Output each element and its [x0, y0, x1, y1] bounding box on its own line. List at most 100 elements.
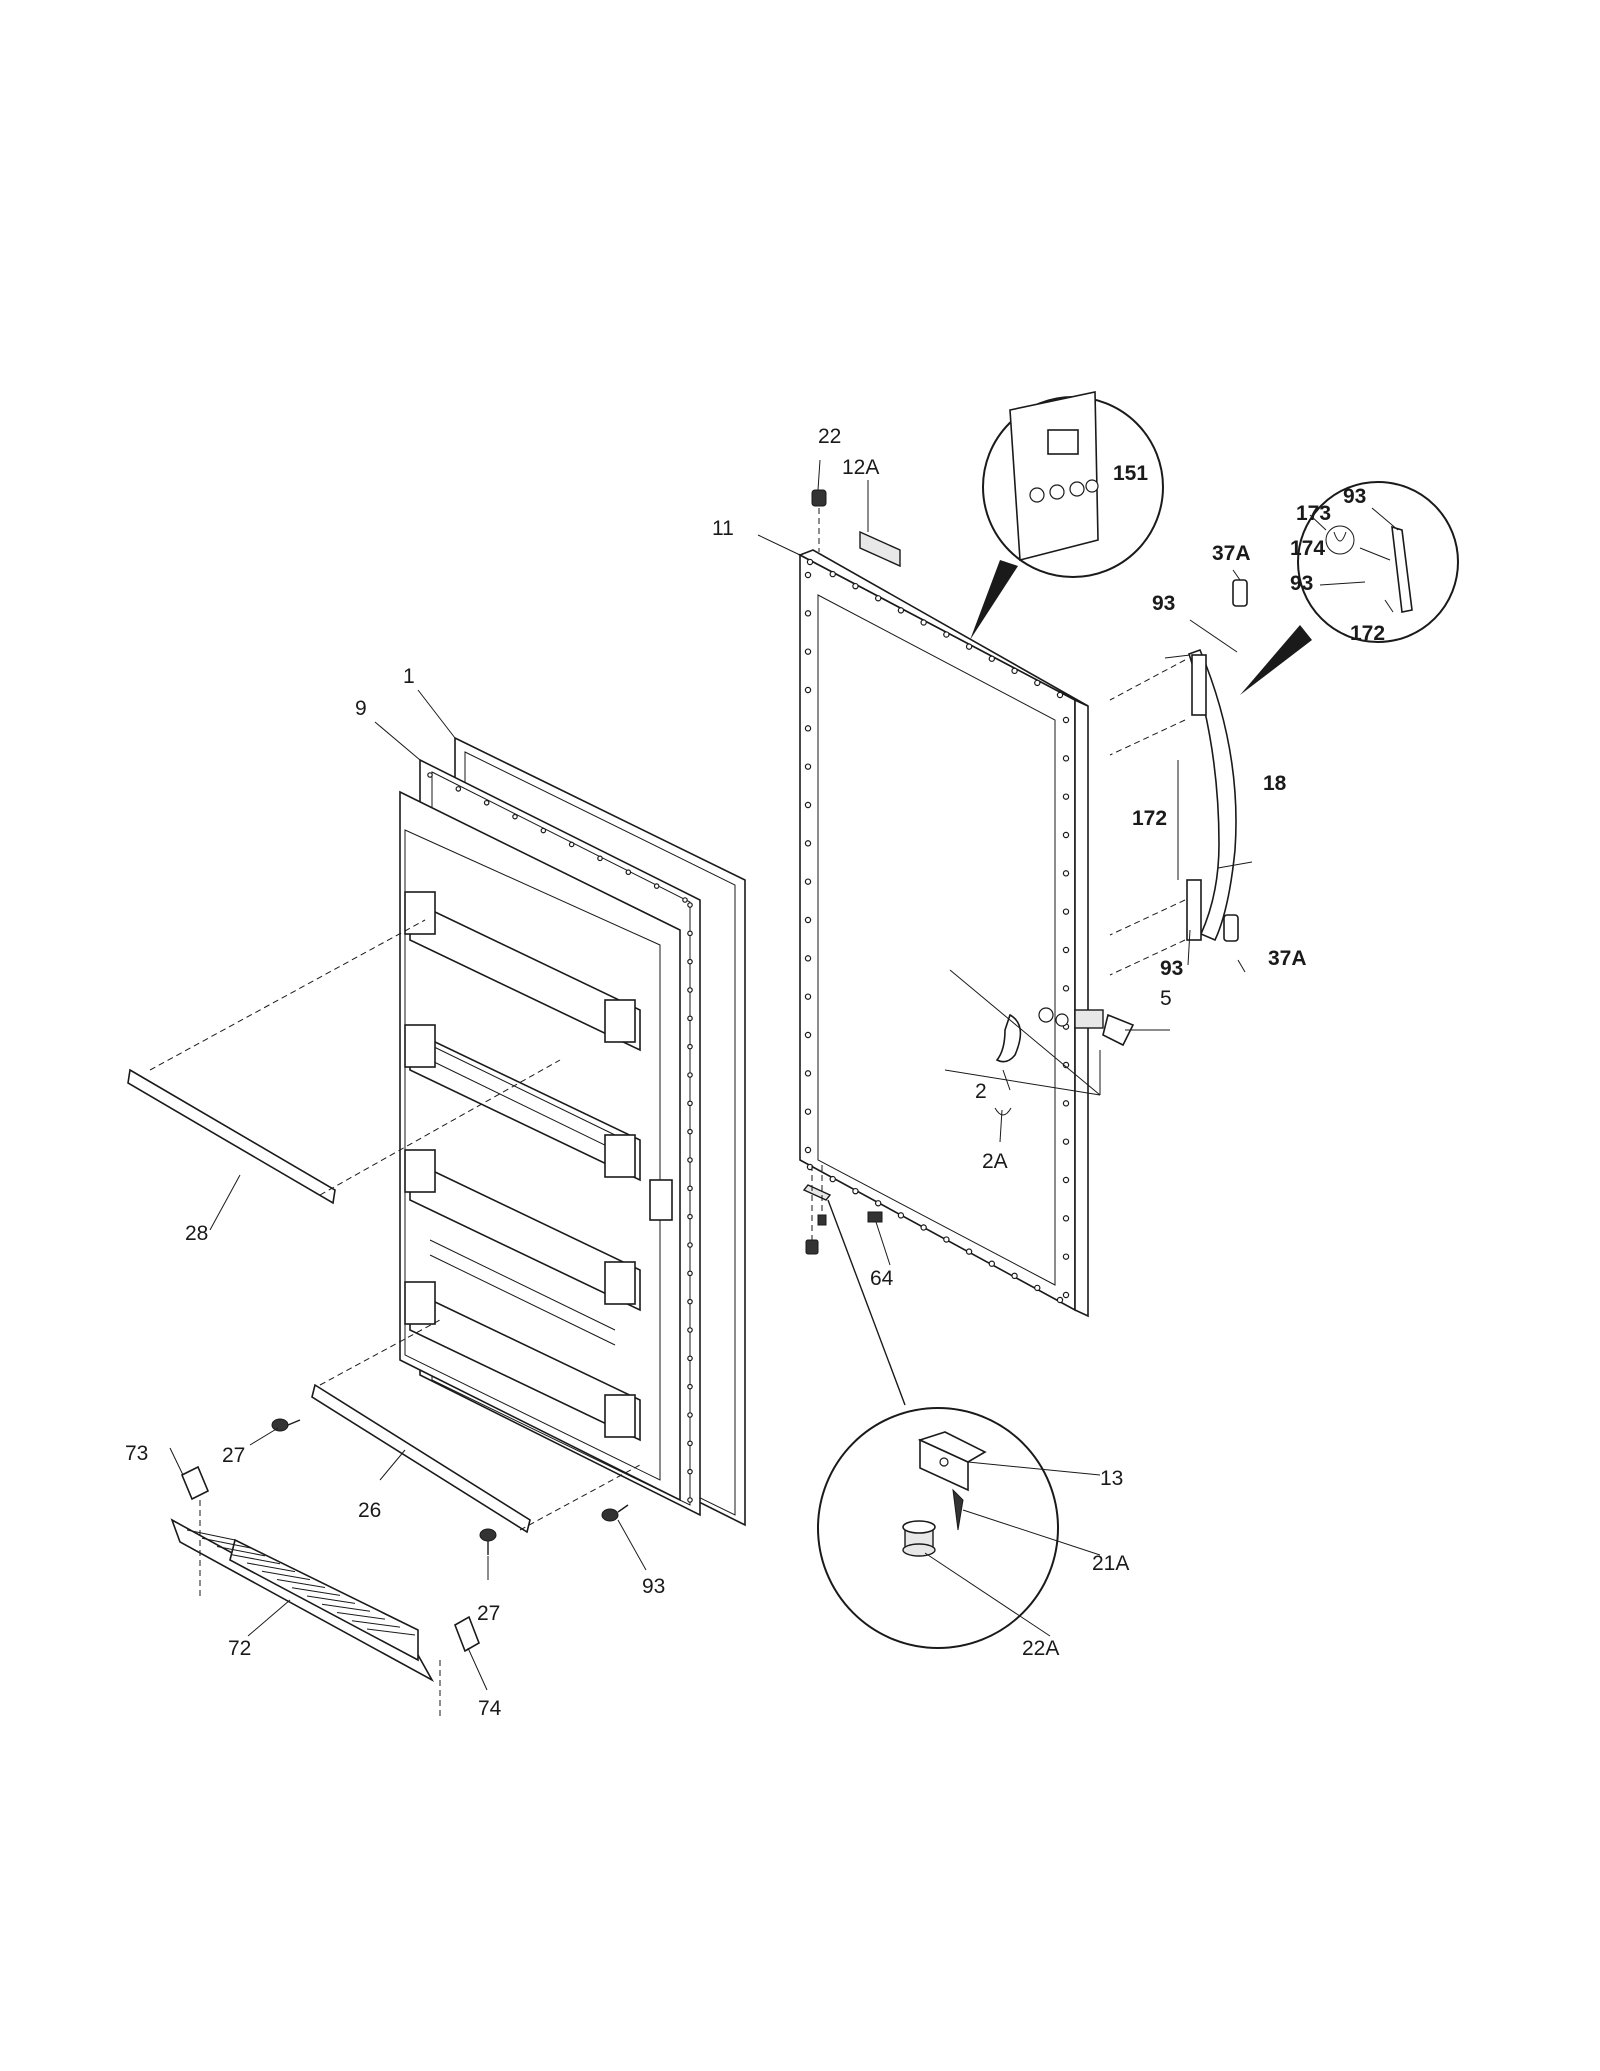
gasket-hole: [687, 1185, 693, 1192]
panel-hole: [1062, 1176, 1070, 1184]
panel-hole: [1062, 870, 1070, 877]
panel-hole: [804, 1070, 812, 1077]
panel-hole: [1056, 691, 1064, 699]
panel-hole: [1062, 946, 1070, 954]
label-18: 18: [1263, 772, 1287, 795]
gasket-hole: [483, 799, 490, 806]
rack-rung: [291, 1587, 341, 1596]
gasket-hole: [687, 1128, 693, 1135]
panel-hole: [1056, 1296, 1064, 1304]
label-22A: 22A: [1022, 1637, 1059, 1660]
panel-hole: [943, 631, 950, 638]
gasket-hole: [687, 1043, 693, 1050]
label-93-callout-mid: 93: [1290, 572, 1313, 595]
panel-hole: [829, 570, 836, 578]
label-72: 72: [228, 1637, 251, 1660]
panel-hole: [920, 1224, 927, 1231]
panel-hole: [804, 648, 812, 655]
label-plate: [859, 530, 901, 568]
panel-hole: [1062, 1138, 1070, 1145]
label-1: 1: [403, 665, 415, 688]
panel-hole: [988, 655, 996, 662]
panel-hole: [897, 607, 905, 614]
gasket-hole: [512, 813, 518, 820]
gasket-hole: [687, 1270, 693, 1277]
leader-lines: [169, 459, 1399, 1691]
label-13: 13: [1100, 1467, 1123, 1490]
label-173: 173: [1296, 502, 1331, 525]
label-151: 151: [1113, 462, 1148, 485]
panel-hole: [874, 1200, 882, 1207]
label-37A-bottom: 37A: [1268, 947, 1307, 970]
label-12A: 12A: [842, 456, 879, 479]
outer-door-panel: [798, 549, 1089, 1318]
gasket-hole: [687, 1468, 693, 1475]
label-5: 5: [1160, 987, 1172, 1010]
label-9: 9: [355, 697, 367, 720]
gasket-hole: [687, 1355, 693, 1362]
panel-hole: [988, 1260, 996, 1267]
rack-rung: [201, 1537, 251, 1549]
panel-hole: [804, 993, 812, 1000]
gasket-hole: [682, 897, 688, 903]
panel-hole: [804, 801, 812, 809]
gasket-hole: [687, 1327, 693, 1333]
gasket-hole: [597, 855, 603, 862]
label-2: 2: [975, 1080, 987, 1103]
gasket-hole: [687, 1015, 693, 1022]
rack-rung: [261, 1570, 311, 1581]
label-93-bottom: 93: [642, 1575, 665, 1598]
door-panel-screw-holes: [804, 558, 1070, 1304]
gasket-hole: [687, 1072, 693, 1078]
gasket-hole: [687, 958, 693, 965]
gasket-hole: [653, 883, 660, 889]
plug-top: [811, 489, 827, 552]
panel-hole: [804, 1146, 812, 1154]
panel-hole: [806, 558, 814, 566]
gasket-hole: [687, 1157, 693, 1163]
panel-hole: [804, 610, 812, 617]
label-93-handle-top: 93: [1152, 592, 1175, 615]
gasket-hole: [625, 869, 632, 876]
panel-hole: [897, 1212, 905, 1219]
end-cap-top: [1232, 579, 1248, 607]
panel-hole: [804, 840, 812, 847]
rack-clip-right: [454, 1615, 480, 1653]
label-27-b: 27: [477, 1602, 500, 1625]
shelf-retainer-buttons: [271, 1418, 629, 1555]
panel-hole: [1034, 679, 1041, 687]
panel-hole: [965, 1248, 973, 1255]
gasket-hole: [687, 1412, 693, 1418]
gasket-hole: [687, 1213, 693, 1220]
label-172: 172: [1132, 807, 1167, 830]
panel-hole: [1062, 793, 1070, 800]
panel-hole: [1062, 755, 1070, 762]
gasket-hole: [687, 1298, 693, 1305]
rack-rung: [336, 1612, 386, 1620]
gasket-hole: [687, 930, 693, 937]
end-cap-bottom: [1223, 914, 1239, 942]
panel-hole: [829, 1175, 836, 1183]
rack-rung: [351, 1620, 401, 1628]
panel-hole: [943, 1236, 950, 1243]
control-panel-callout: [970, 391, 1164, 640]
rack-rung: [231, 1554, 281, 1565]
label-21A: 21A: [1092, 1552, 1129, 1575]
panel-hole: [1062, 1100, 1070, 1107]
label-172-callout: 172: [1350, 622, 1385, 645]
gasket-hole: [568, 841, 575, 848]
rack-rung: [246, 1562, 296, 1573]
rack-rung: [366, 1628, 416, 1636]
panel-hole: [1062, 985, 1070, 992]
label-174: 174: [1290, 537, 1325, 560]
rack-clip-left: [180, 1465, 210, 1501]
panel-hole: [804, 571, 812, 579]
panel-hole: [804, 878, 812, 885]
panel-hole: [1034, 1284, 1041, 1292]
gasket-screw-holes: [427, 772, 693, 1503]
label-27-a: 27: [222, 1444, 245, 1467]
label-22: 22: [818, 425, 841, 448]
label-11: 11: [712, 517, 734, 540]
bottom-hinge-callout: [817, 1407, 1059, 1649]
gasket-hole: [687, 1497, 693, 1503]
